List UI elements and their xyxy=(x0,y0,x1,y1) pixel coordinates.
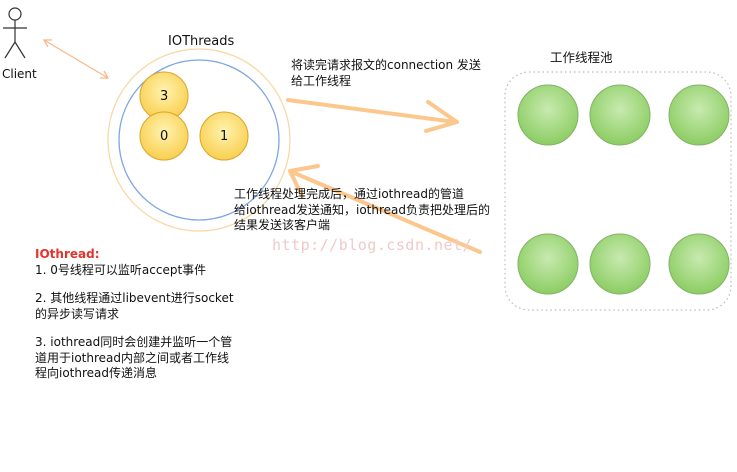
worker-circles xyxy=(517,84,730,295)
worker-circle xyxy=(517,233,579,295)
worker-circle xyxy=(589,233,651,295)
notify-note-line: 结果发送该客户端 xyxy=(234,218,331,232)
client-label: Client xyxy=(2,67,37,81)
dispatch-note-line: 给工作线程 xyxy=(291,73,352,88)
dispatch-note-line: 将读完请求报文的connection 发送 xyxy=(291,58,481,72)
iothread-notes: IOthread: 1. 0号线程可以监听accept事件 2. 其他线程通过l… xyxy=(35,247,234,382)
iothreads-label: IOThreads xyxy=(168,34,235,49)
thread-id-label: 3 xyxy=(160,89,169,104)
thread-id-label: 1 xyxy=(220,129,229,144)
worker-pool-box xyxy=(504,71,732,311)
iothread-point: 的异步读写请求 xyxy=(35,306,120,321)
iothread-point: 2. 其他线程通过libevent进行socket xyxy=(35,291,234,305)
iothreads-inner-ring xyxy=(118,59,280,221)
worker-circle xyxy=(668,84,730,146)
iothread-point: 程向iothread传递消息 xyxy=(35,366,158,380)
notify-note-line: 给iothread发送通知，iothread负责把处理后的 xyxy=(234,202,491,217)
thread-id-label: 0 xyxy=(160,129,169,144)
notify-note: 工作线程处理完成后，通过iothread的管道 给iothread发送通知，io… xyxy=(234,187,490,234)
worker-circle xyxy=(668,233,730,295)
notify-arrow xyxy=(288,164,482,254)
iothreads-outer-ring xyxy=(107,48,291,232)
worker-circle xyxy=(517,84,579,146)
client-actor-icon xyxy=(3,7,27,59)
iothread-notes-title: IOthread: xyxy=(35,247,100,261)
client-link-arrow xyxy=(42,39,110,79)
notify-note-line: 工作线程处理完成后，通过iothread的管道 xyxy=(234,187,465,201)
iothread-point: 3. iothread同时会创建并监听一个管 xyxy=(35,335,233,349)
iothread-point: 1. 0号线程可以监听accept事件 xyxy=(35,262,207,277)
watermark: http://blog.csdn.net/ xyxy=(272,236,473,254)
thread-circle-0 xyxy=(139,111,189,161)
worker-circle xyxy=(589,84,651,146)
dispatch-note: 将读完请求报文的connection 发送 给工作线程 xyxy=(291,58,481,89)
dispatch-arrow xyxy=(286,98,459,133)
worker-pool-label: 工作线程池 xyxy=(550,50,613,65)
iothread-point: 道用于iothread内部之间或者工作线 xyxy=(35,350,230,365)
thread-circle-1 xyxy=(199,111,249,161)
